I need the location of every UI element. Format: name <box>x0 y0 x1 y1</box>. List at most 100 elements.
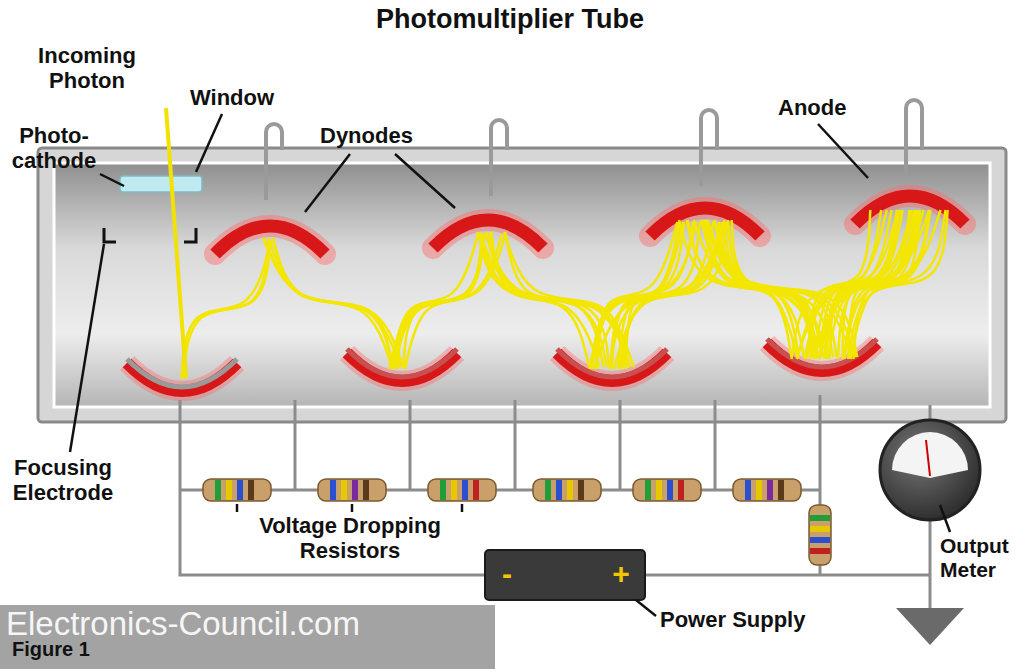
part-label: Photo- cathode <box>8 124 100 173</box>
resistor-band <box>237 480 243 500</box>
electron-path <box>724 220 799 357</box>
title-slot: Photomultiplier Tube <box>300 4 720 34</box>
output-meter <box>880 420 980 520</box>
electron-path <box>797 210 929 359</box>
electron-path <box>828 210 924 359</box>
label-slot: Voltage Dropping Resistors <box>215 514 485 563</box>
resistor-band <box>440 480 446 500</box>
label-slot: Incoming Photon <box>22 44 152 93</box>
label-slot: Dynodes <box>320 124 430 149</box>
focusing-electrode <box>104 228 116 242</box>
electron-path <box>183 240 269 379</box>
resistor-band <box>645 480 651 500</box>
label-slot: Output Meter <box>940 534 1020 581</box>
label-slot: Focusing Electrode <box>4 456 122 505</box>
polarity-sign: - <box>492 557 522 591</box>
leader-line <box>196 114 222 172</box>
resistor-symbol <box>533 479 601 501</box>
tube-interior <box>54 163 990 407</box>
resistor-band <box>578 480 584 500</box>
leader-line <box>940 505 950 532</box>
resistor-symbol <box>428 479 496 501</box>
resistor-band <box>778 480 784 500</box>
caption-band <box>0 605 495 669</box>
resistor-symbol <box>633 479 701 501</box>
dynode-set <box>127 196 965 391</box>
circuit-wires <box>180 395 930 608</box>
electron-path <box>591 222 696 369</box>
electron-path <box>679 220 813 357</box>
label-slot: Anode <box>778 96 868 121</box>
resistor-band <box>756 480 762 500</box>
electron-path <box>704 220 804 357</box>
ground-symbol <box>896 608 964 645</box>
diagram-title: Photomultiplier Tube <box>300 4 720 34</box>
leader-line <box>100 174 124 186</box>
resistor-band <box>567 480 573 500</box>
part-label: Output Meter <box>940 534 1020 581</box>
leader-line <box>636 600 656 616</box>
electron-path <box>805 210 912 359</box>
electron-path <box>182 240 271 379</box>
electron-path <box>797 210 930 359</box>
resistor-band <box>473 480 479 500</box>
resistor-band <box>215 480 221 500</box>
label-slot: Window <box>190 86 290 111</box>
resistor-band <box>556 480 562 500</box>
electron-path <box>814 210 946 359</box>
resistor-band <box>767 480 773 500</box>
leader-line <box>818 124 868 178</box>
resistor-band <box>810 548 830 554</box>
part-label: Anode <box>778 96 868 121</box>
battery-symbol <box>485 550 645 600</box>
resistor-band <box>462 480 468 500</box>
resistor-band <box>678 480 684 500</box>
resistor-band <box>451 480 457 500</box>
electron-path <box>479 232 634 367</box>
electron-path <box>389 234 485 369</box>
resistor-band <box>248 480 254 500</box>
label-slot: Electronics-Council.com <box>6 606 486 643</box>
part-label: Focusing Electrode <box>4 456 122 505</box>
polarity-sign: + <box>606 557 636 591</box>
tube-housing <box>38 148 1006 422</box>
leader-line <box>305 154 350 212</box>
resistor-band <box>330 480 336 500</box>
electron-paths <box>182 210 948 379</box>
leader-line <box>351 504 354 512</box>
part-label: Window <box>190 86 290 111</box>
resistor-symbol <box>809 505 831 565</box>
label-slot: Power Supply <box>660 608 820 633</box>
resistor-band <box>656 480 662 500</box>
resistor-band <box>352 480 358 500</box>
photon-ray <box>166 108 186 378</box>
window-glass <box>120 176 202 192</box>
electron-path <box>819 210 941 359</box>
electron-path <box>269 238 404 367</box>
watermark: Electronics-Council.com <box>6 606 486 643</box>
resistor-band <box>810 515 830 521</box>
part-label: Power Supply <box>660 608 820 633</box>
label-slot: Photo- cathode <box>8 124 100 173</box>
meter-dial <box>892 432 968 478</box>
resistor-band <box>810 537 830 543</box>
electron-path <box>728 220 827 357</box>
leader-line <box>236 504 239 512</box>
resistor-band <box>810 526 830 532</box>
resistor-band <box>745 480 751 500</box>
resistor-symbol <box>733 479 801 501</box>
resistor-band <box>341 480 347 500</box>
leader-line <box>461 504 464 512</box>
label-slot: - <box>492 557 522 591</box>
electron-path <box>182 240 271 379</box>
resistor-symbol <box>203 479 271 501</box>
resistor-band <box>363 480 369 500</box>
leader-line <box>70 244 104 452</box>
part-label: Dynodes <box>320 124 430 149</box>
resistor-band <box>226 480 232 500</box>
resistor-band <box>545 480 551 500</box>
part-label: Incoming Photon <box>22 44 152 93</box>
electron-path <box>486 232 630 367</box>
electron-path <box>597 222 693 369</box>
